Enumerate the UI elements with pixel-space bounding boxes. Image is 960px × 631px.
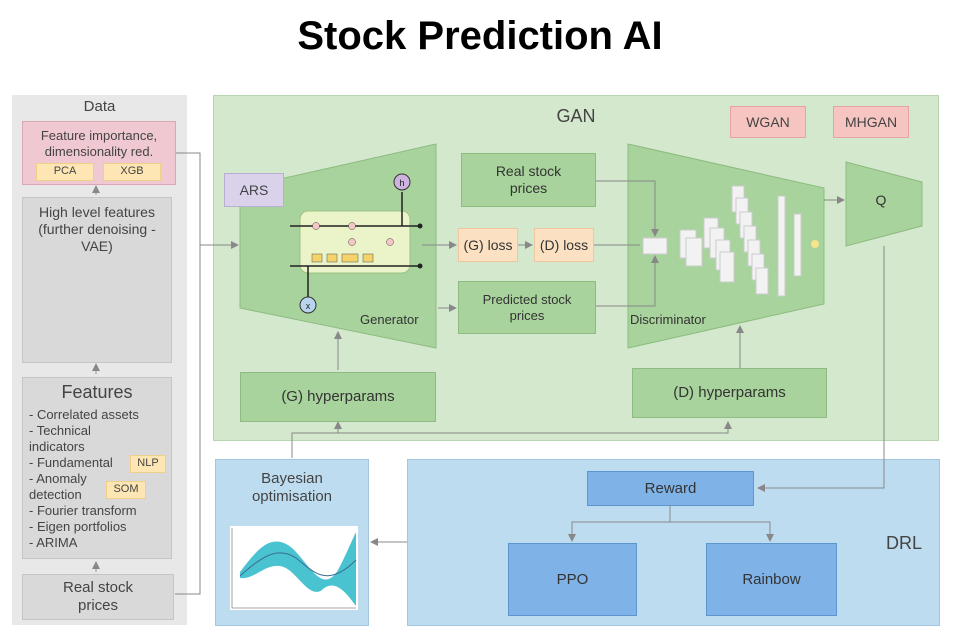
features-item: - Fundamental bbox=[29, 455, 113, 470]
features-title: Features bbox=[61, 382, 133, 402]
d-loss-box: (D) loss bbox=[534, 228, 594, 262]
q-label: Q bbox=[875, 191, 887, 208]
g-loss-box: (G) loss bbox=[458, 228, 518, 262]
features-item: - Eigen portfolios bbox=[29, 519, 127, 534]
features-item: - ARIMA bbox=[29, 535, 78, 550]
nlp-tag: NLP bbox=[130, 455, 166, 473]
mhgan-tag: MHGAN bbox=[833, 106, 909, 138]
real-stock-prices-box: Real stock prices bbox=[461, 153, 596, 207]
wgan-tag: WGAN bbox=[730, 106, 806, 138]
ppo-box: PPO bbox=[508, 543, 637, 616]
g-hyperparams-box: (G) hyperparams bbox=[240, 372, 436, 422]
features-item: - Anomaly detection bbox=[29, 471, 87, 502]
pca-tag: PCA bbox=[36, 163, 94, 181]
q-shape bbox=[845, 161, 923, 247]
data-panel-label: Data bbox=[83, 98, 116, 115]
svg-text:x: x bbox=[306, 301, 311, 311]
xgb-tag: XGB bbox=[103, 163, 161, 181]
high-level-features-box: High level features (further denoising -… bbox=[22, 197, 172, 363]
d-hyperparams-box: (D) hyperparams bbox=[632, 368, 827, 418]
gan-label: GAN bbox=[556, 106, 596, 126]
features-item: - Technical indicators bbox=[29, 423, 91, 454]
rainbow-box: Rainbow bbox=[706, 543, 837, 616]
svg-text:h: h bbox=[399, 178, 404, 188]
drl-label: DRL bbox=[886, 533, 923, 553]
reward-box: Reward bbox=[587, 471, 754, 506]
generator-label: Generator bbox=[360, 312, 419, 327]
predicted-stock-prices-box: Predicted stock prices bbox=[458, 281, 596, 334]
discriminator-layers bbox=[679, 185, 802, 297]
som-tag: SOM bbox=[106, 481, 146, 499]
bayesian-label: Bayesian optimisation bbox=[251, 470, 333, 505]
bayesian-plot bbox=[230, 526, 358, 610]
ars-box: ARS bbox=[224, 173, 284, 207]
page-title: Stock Prediction AI bbox=[297, 14, 663, 58]
features-item: - Correlated assets bbox=[29, 407, 139, 422]
real-stock-prices-input: Real stock prices bbox=[22, 574, 174, 620]
discriminator-label: Discriminator bbox=[630, 312, 706, 327]
features-item: - Fourier transform bbox=[29, 503, 137, 518]
